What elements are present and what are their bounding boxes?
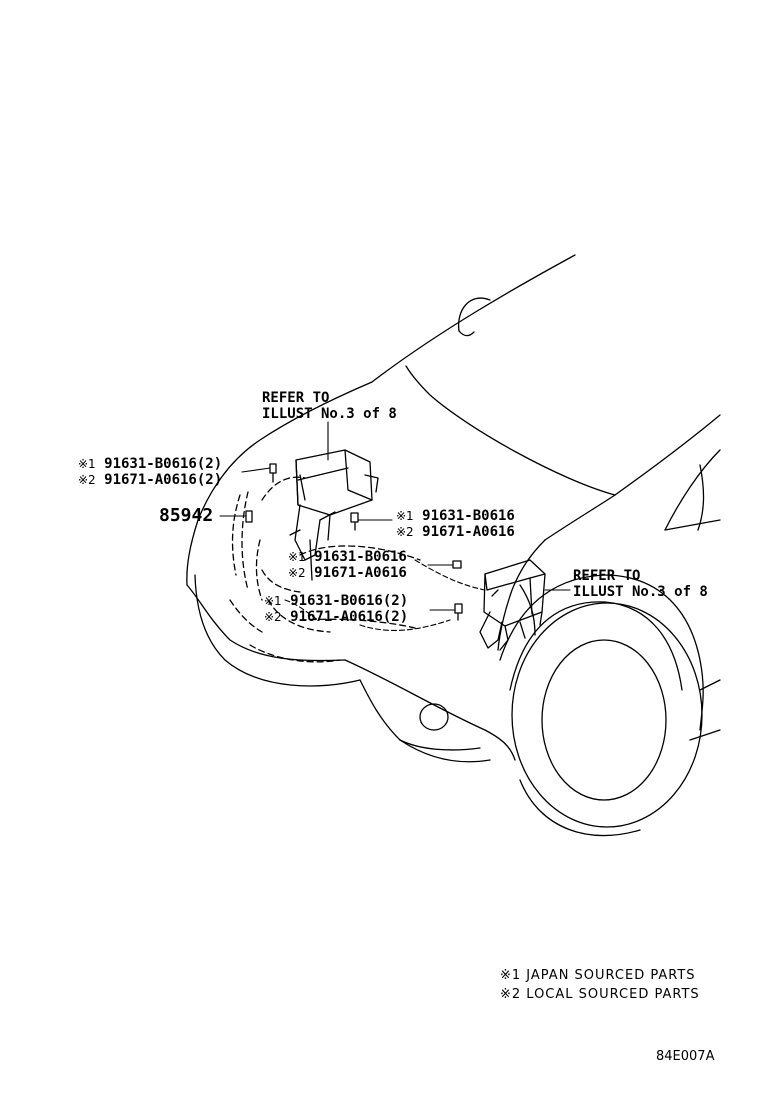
tire-lower-arc (519, 779, 641, 837)
part-number: 91671-A0616(2) (104, 472, 223, 488)
figure-code: 84E007A (656, 1049, 715, 1064)
windshield-inner (457, 297, 491, 332)
windshield-edge (371, 254, 576, 383)
refer-upper-line1: REFER TO (262, 390, 330, 406)
legend-local-sourced: ※2 LOCAL SOURCED PARTS (500, 987, 700, 1002)
fender-crease (697, 464, 705, 531)
local-mark: ※2 (78, 473, 96, 487)
legend-japan-sourced: ※1 JAPAN SOURCED PARTS (500, 968, 696, 983)
fender-line (664, 449, 721, 531)
bumper-side (344, 659, 516, 761)
refer-lower-line1: REFER TO (573, 568, 641, 584)
japan-mark: ※1 (78, 457, 96, 471)
japan-mark: ※1 (396, 509, 414, 523)
local-mark: ※2 (396, 525, 414, 539)
windshield-base (458, 330, 475, 337)
bolt-mid-lower-row1: ※1 91631-B0616(2) (264, 593, 408, 609)
wheel-arch-inner (509, 601, 683, 691)
part-number: 91671-A0616 (422, 524, 515, 540)
part-number: 91671-A0616(2) (290, 609, 409, 625)
bolt-right-upper-row2: ※2 91671-A0616 (396, 524, 515, 540)
headlamp-outline (497, 539, 546, 651)
refer-lower-line2: ILLUST No.3 of 8 (573, 584, 708, 600)
bolt-left-row1: ※1 91631-B0616(2) (78, 456, 222, 472)
rocker-line (699, 679, 721, 691)
hood-leading-edge (544, 494, 616, 541)
local-mark: ※2 (288, 566, 306, 580)
part-number: 91631-B0616(2) (104, 456, 223, 472)
part-number: 91671-A0616 (314, 565, 407, 581)
bumper-bottom-edge (399, 739, 491, 763)
part-number: 91631-B0616 (314, 549, 407, 565)
part-85942-label: 85942 (159, 505, 214, 526)
japan-mark: ※1 (264, 594, 282, 608)
tire-outer (511, 602, 703, 828)
japan-mark: ※1 (288, 550, 306, 564)
side-body-top (664, 519, 721, 531)
hood-rear-edge (405, 365, 616, 496)
side-line-2 (689, 729, 721, 741)
upper-bracket-assembly (289, 449, 379, 581)
bumper-top-line (186, 584, 346, 662)
bolt-right-upper-row1: ※1 91631-B0616 (396, 508, 515, 524)
hood-top-edge (614, 414, 721, 496)
leader-lines (219, 421, 571, 631)
lower-bracket-assembly (479, 559, 546, 651)
fog-lamp (419, 703, 449, 731)
refer-upper-line2: ILLUST No.3 of 8 (262, 406, 397, 422)
bumper-lower-line (194, 574, 361, 687)
part-number: 91631-B0616(2) (290, 593, 409, 609)
bolt-left-row2: ※2 91671-A0616(2) (78, 472, 222, 488)
bolt-glyphs (245, 463, 463, 621)
part-number: 91631-B0616 (422, 508, 515, 524)
hood-front-edge (186, 381, 373, 586)
bolt-mid-upper-row2: ※2 91671-A0616 (288, 565, 407, 581)
local-mark: ※2 (264, 610, 282, 624)
tire-rim (541, 639, 667, 801)
bolt-mid-upper-row1: ※1 91631-B0616 (288, 549, 407, 565)
bolt-mid-lower-row2: ※2 91671-A0616(2) (264, 609, 408, 625)
